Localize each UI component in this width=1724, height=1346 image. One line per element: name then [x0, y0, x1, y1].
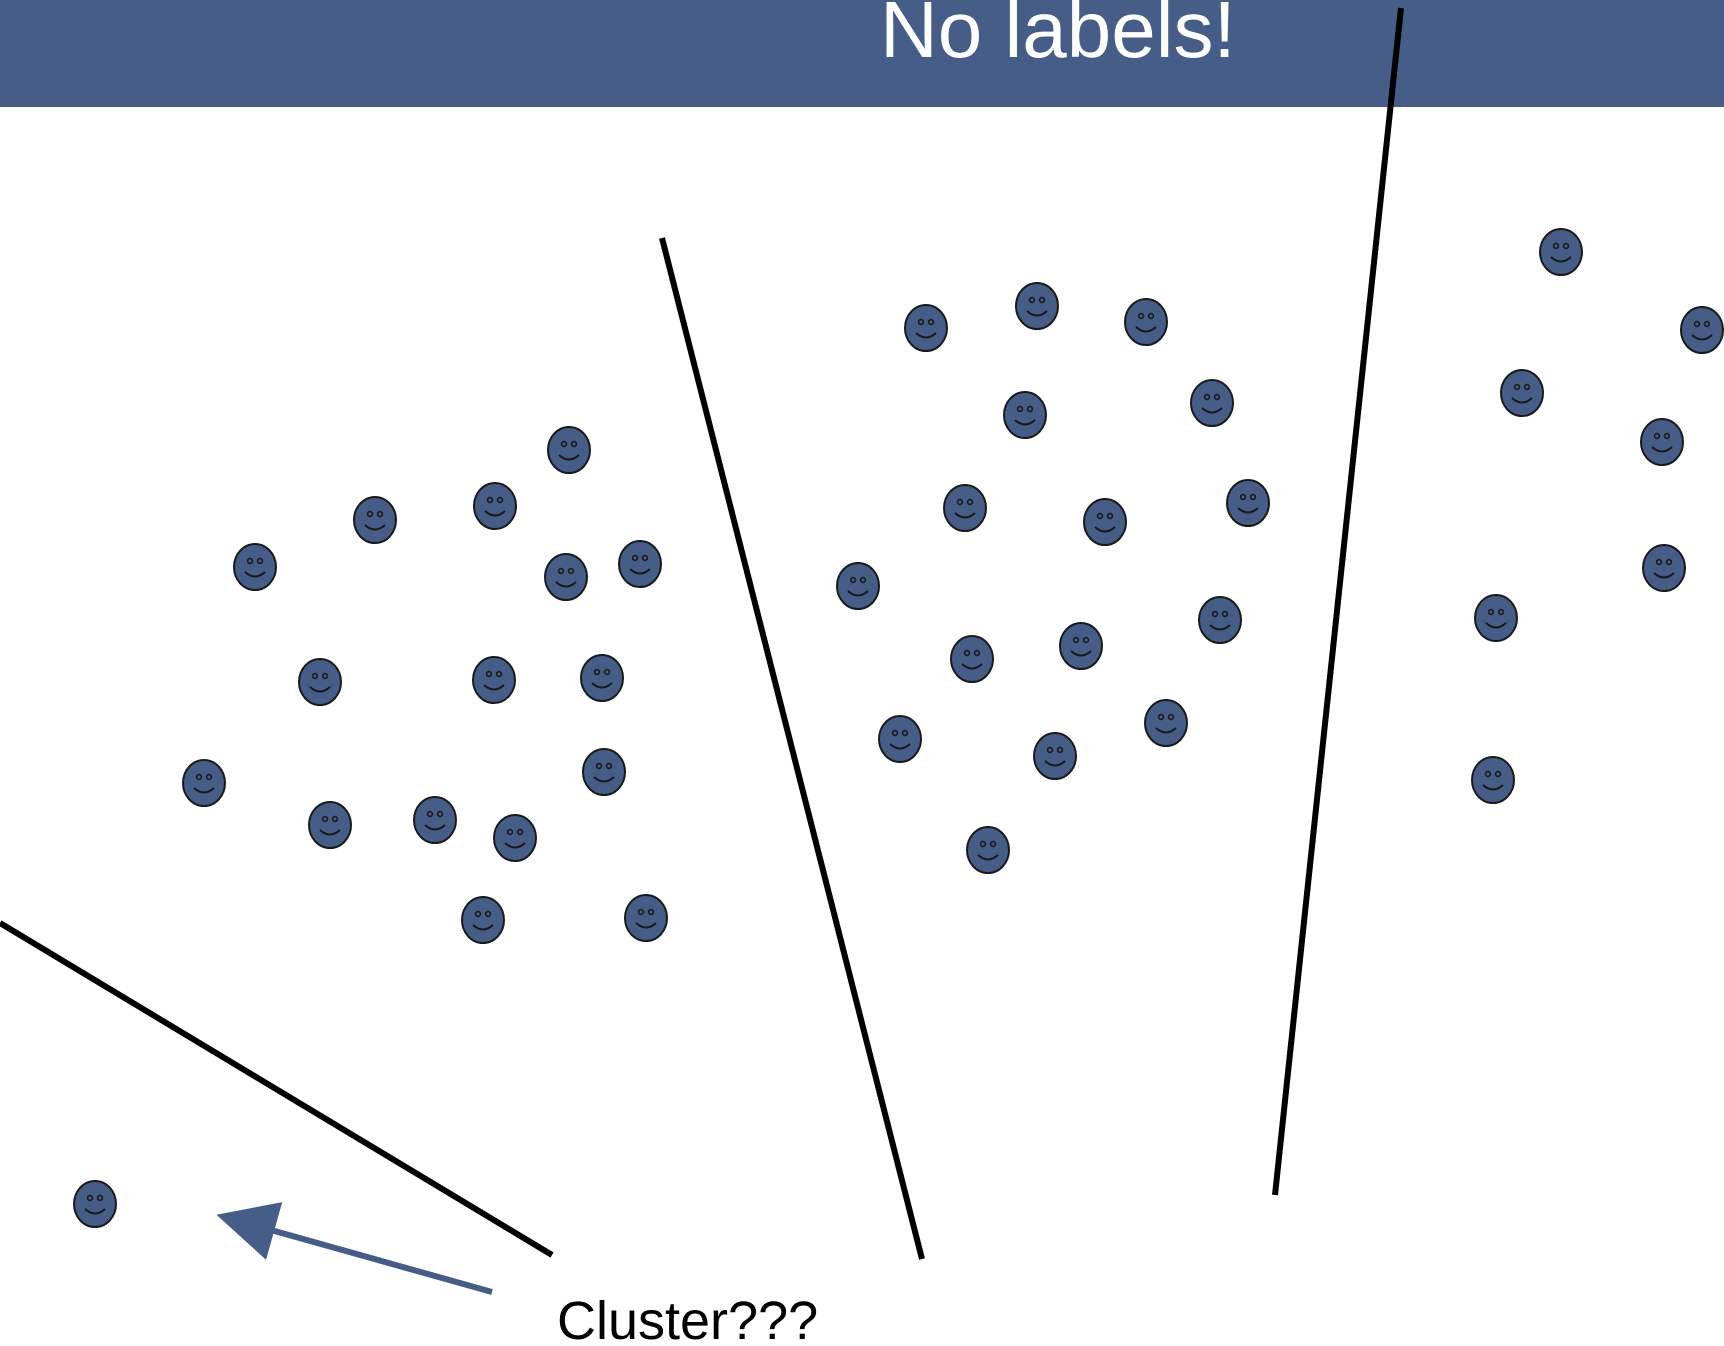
smiley-face-icon: [904, 304, 948, 352]
smiley-face-icon: [1059, 622, 1103, 670]
smiley-face-icon: [493, 814, 537, 862]
smiley-face-icon: [1015, 282, 1059, 330]
smiley-face-icon: [618, 540, 662, 588]
smiley-face-icon: [1198, 596, 1242, 644]
smiley-face-icon: [1640, 418, 1684, 466]
smiley-face-icon: [1642, 544, 1686, 592]
title-bar: [0, 0, 1724, 107]
smiley-face-icon: [1124, 298, 1168, 346]
smiley-face-icon: [1539, 228, 1583, 276]
smiley-face-icon: [1680, 306, 1724, 354]
smiley-face-icon: [582, 748, 626, 796]
smiley-face-icon: [544, 553, 588, 601]
smiley-face-icon: [413, 796, 457, 844]
arrow-to-outlier: [216, 1202, 493, 1295]
smiley-face-icon: [1083, 498, 1127, 546]
smiley-face-icon: [1003, 391, 1047, 439]
smiley-face-icon: [73, 1180, 117, 1228]
smiley-face-icon: [878, 715, 922, 763]
smiley-face-icon: [1144, 699, 1188, 747]
smiley-face-icon: [473, 482, 517, 530]
smiley-face-icon: [182, 759, 226, 807]
smiley-face-icon: [580, 654, 624, 702]
smiley-face-icon: [298, 658, 342, 706]
smiley-face-icon: [624, 894, 668, 942]
smiley-face-icon: [1474, 594, 1518, 642]
cluster-annotation: Cluster???: [557, 1291, 818, 1346]
boundary-line-middle: [659, 237, 925, 1260]
smiley-face-icon: [836, 562, 880, 610]
smiley-face-icon: [233, 543, 277, 591]
smiley-face-icon: [1033, 732, 1077, 780]
smiley-face-icon: [966, 826, 1010, 874]
smiley-face-icon: [308, 801, 352, 849]
smiley-face-icon: [547, 426, 591, 474]
boundary-line-right: [1272, 7, 1404, 1196]
smiley-face-icon: [461, 896, 505, 944]
slide-title: No labels!: [880, 0, 1236, 74]
smiley-face-icon: [1471, 756, 1515, 804]
smiley-faces-group: [73, 228, 1724, 1228]
smiley-face-icon: [1190, 379, 1234, 427]
smiley-face-icon: [1500, 369, 1544, 417]
smiley-face-icon: [353, 496, 397, 544]
smiley-face-icon: [950, 635, 994, 683]
smiley-face-icon: [943, 484, 987, 532]
boundary-line-left: [0, 920, 554, 1258]
smiley-face-icon: [472, 656, 516, 704]
smiley-face-icon: [1226, 479, 1270, 527]
